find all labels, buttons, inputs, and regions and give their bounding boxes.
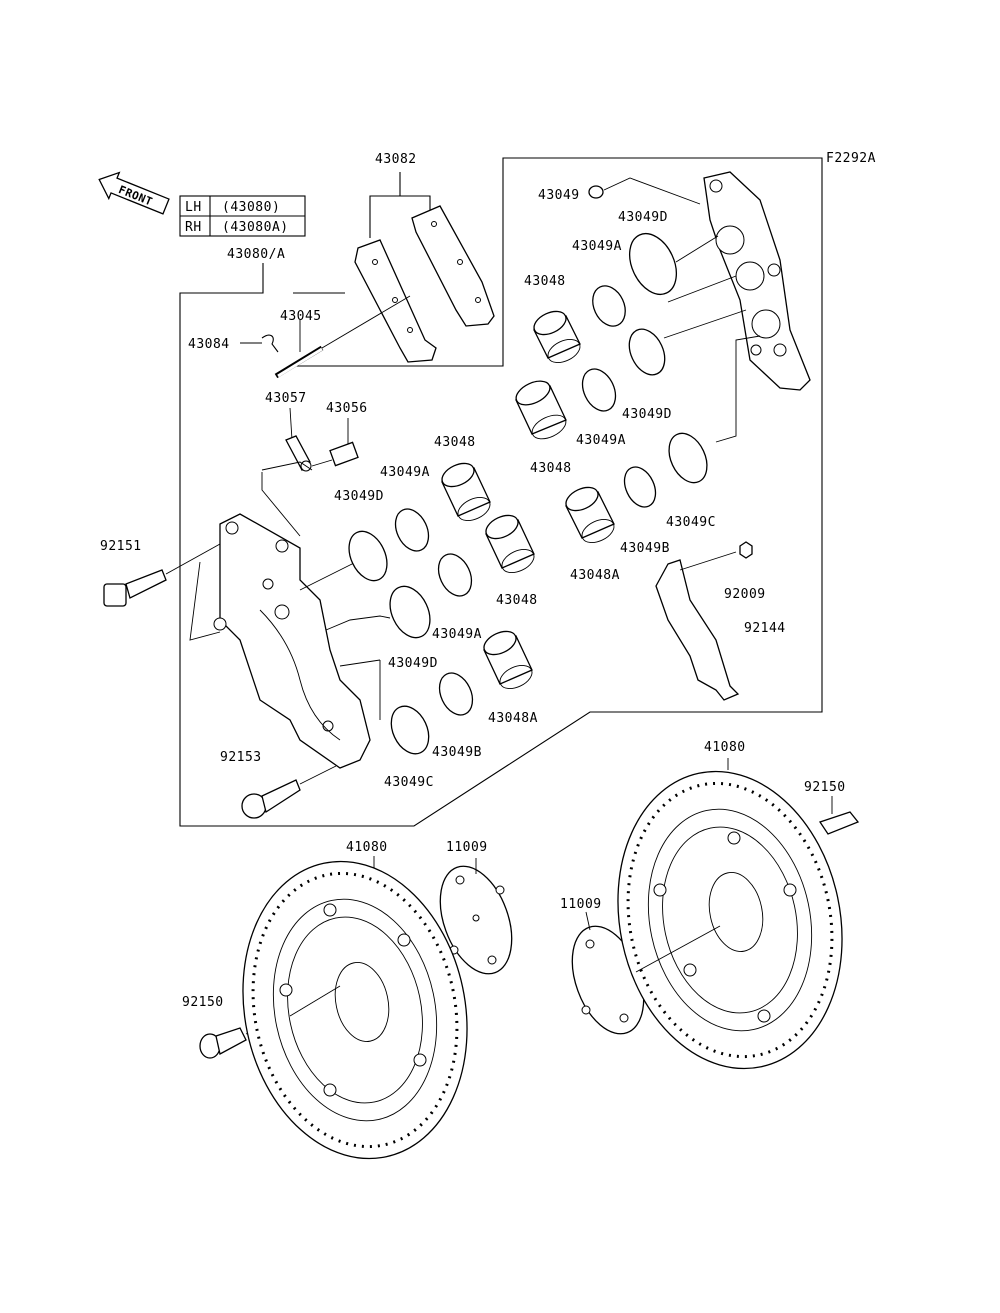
pin xyxy=(274,295,411,379)
label-bleeder-valve: 43056 xyxy=(326,401,368,416)
label-left-seal-d-1: 43049D xyxy=(334,489,384,504)
label-left-piston-a: 43048A xyxy=(488,711,538,726)
figure-code: F2292A xyxy=(826,151,876,166)
label-piston-1: 43048 xyxy=(524,274,566,289)
label-shim-right: 11009 xyxy=(560,897,602,912)
label-left-seal-a-1: 43049A xyxy=(380,465,430,480)
label-bolt-disc-right: 92150 xyxy=(804,780,846,795)
label-left-seal-d-2: 43049D xyxy=(388,656,438,671)
label-seal-a-1: 43049A xyxy=(572,239,622,254)
label-bleeder-cap: 43057 xyxy=(265,391,307,406)
piston-left-mid xyxy=(485,514,535,574)
caliper-leader-lines xyxy=(189,461,391,720)
label-disc-right: 41080 xyxy=(704,740,746,755)
label-pin: 43045 xyxy=(280,309,322,324)
label-disc-left: 41080 xyxy=(346,840,388,855)
label-seal-b-1: 43049B xyxy=(620,541,670,556)
label-left-seal-b: 43049B xyxy=(432,745,482,760)
brake-disc-right xyxy=(617,758,843,1070)
bleeder-cap xyxy=(285,407,312,472)
side-table: LH (43080) RH (43080A) xyxy=(179,195,306,237)
side-rh: RH xyxy=(185,220,202,235)
caliper-right-leader-lines xyxy=(603,177,761,443)
label-caliper-assy: 43080/A xyxy=(227,247,285,262)
side-lh: LH xyxy=(185,200,202,215)
label-left-piston-1: 43048 xyxy=(434,435,476,450)
pad-set-bracket xyxy=(369,172,431,238)
label-bolt-upper: 92151 xyxy=(100,539,142,554)
side-lh-part: (43080) xyxy=(222,200,280,215)
label-left-seal-c: 43049C xyxy=(384,775,434,790)
bolt-upper xyxy=(103,543,221,607)
label-seal-c-1: 43049C xyxy=(666,515,716,530)
nut xyxy=(739,541,753,559)
piston-right-mid xyxy=(515,380,567,440)
clip xyxy=(240,334,279,353)
piston-right-upper xyxy=(533,310,581,364)
piston-right-lower xyxy=(565,486,615,544)
pistons xyxy=(441,310,615,690)
bolt-disc-right xyxy=(818,796,860,835)
label-piston-a-1: 43048A xyxy=(570,568,620,583)
label-pad-set: 43082 xyxy=(375,152,417,167)
label-bracket: 92144 xyxy=(744,621,786,636)
label-nut: 92009 xyxy=(724,587,766,602)
brake-pad-right xyxy=(411,205,495,327)
label-clip: 43084 xyxy=(188,337,230,352)
caliper-assembly-outline xyxy=(179,157,823,827)
bleeder-valve xyxy=(311,418,359,467)
label-seal-a-2: 43049A xyxy=(576,433,626,448)
label-bolt-disc-left: 92150 xyxy=(182,995,224,1010)
bracket xyxy=(655,551,740,701)
bolt-lower xyxy=(241,765,337,819)
piston-left-upper xyxy=(441,462,491,522)
label-seal-d-2: 43049D xyxy=(622,407,672,422)
label-piston-2: 43048 xyxy=(530,461,572,476)
caliper-body-left xyxy=(213,513,371,769)
label-left-seal-a-2: 43049A xyxy=(432,627,482,642)
label-shim-left: 11009 xyxy=(446,840,488,855)
piston-left-lower xyxy=(483,630,533,690)
caliper-body-right xyxy=(703,171,811,391)
label-left-piston-2: 43048 xyxy=(496,593,538,608)
brake-disc-left xyxy=(242,856,468,1160)
label-bolt-lower: 92153 xyxy=(220,750,262,765)
front-arrow-icon: FRONT xyxy=(98,171,170,215)
shim-left xyxy=(439,858,513,975)
label-seal-d-1: 43049D xyxy=(618,210,668,225)
label-seal-ring-top: 43049 xyxy=(538,188,580,203)
brake-pad-left xyxy=(354,239,437,363)
seal-rings xyxy=(348,185,708,755)
side-rh-part: (43080A) xyxy=(222,220,289,235)
